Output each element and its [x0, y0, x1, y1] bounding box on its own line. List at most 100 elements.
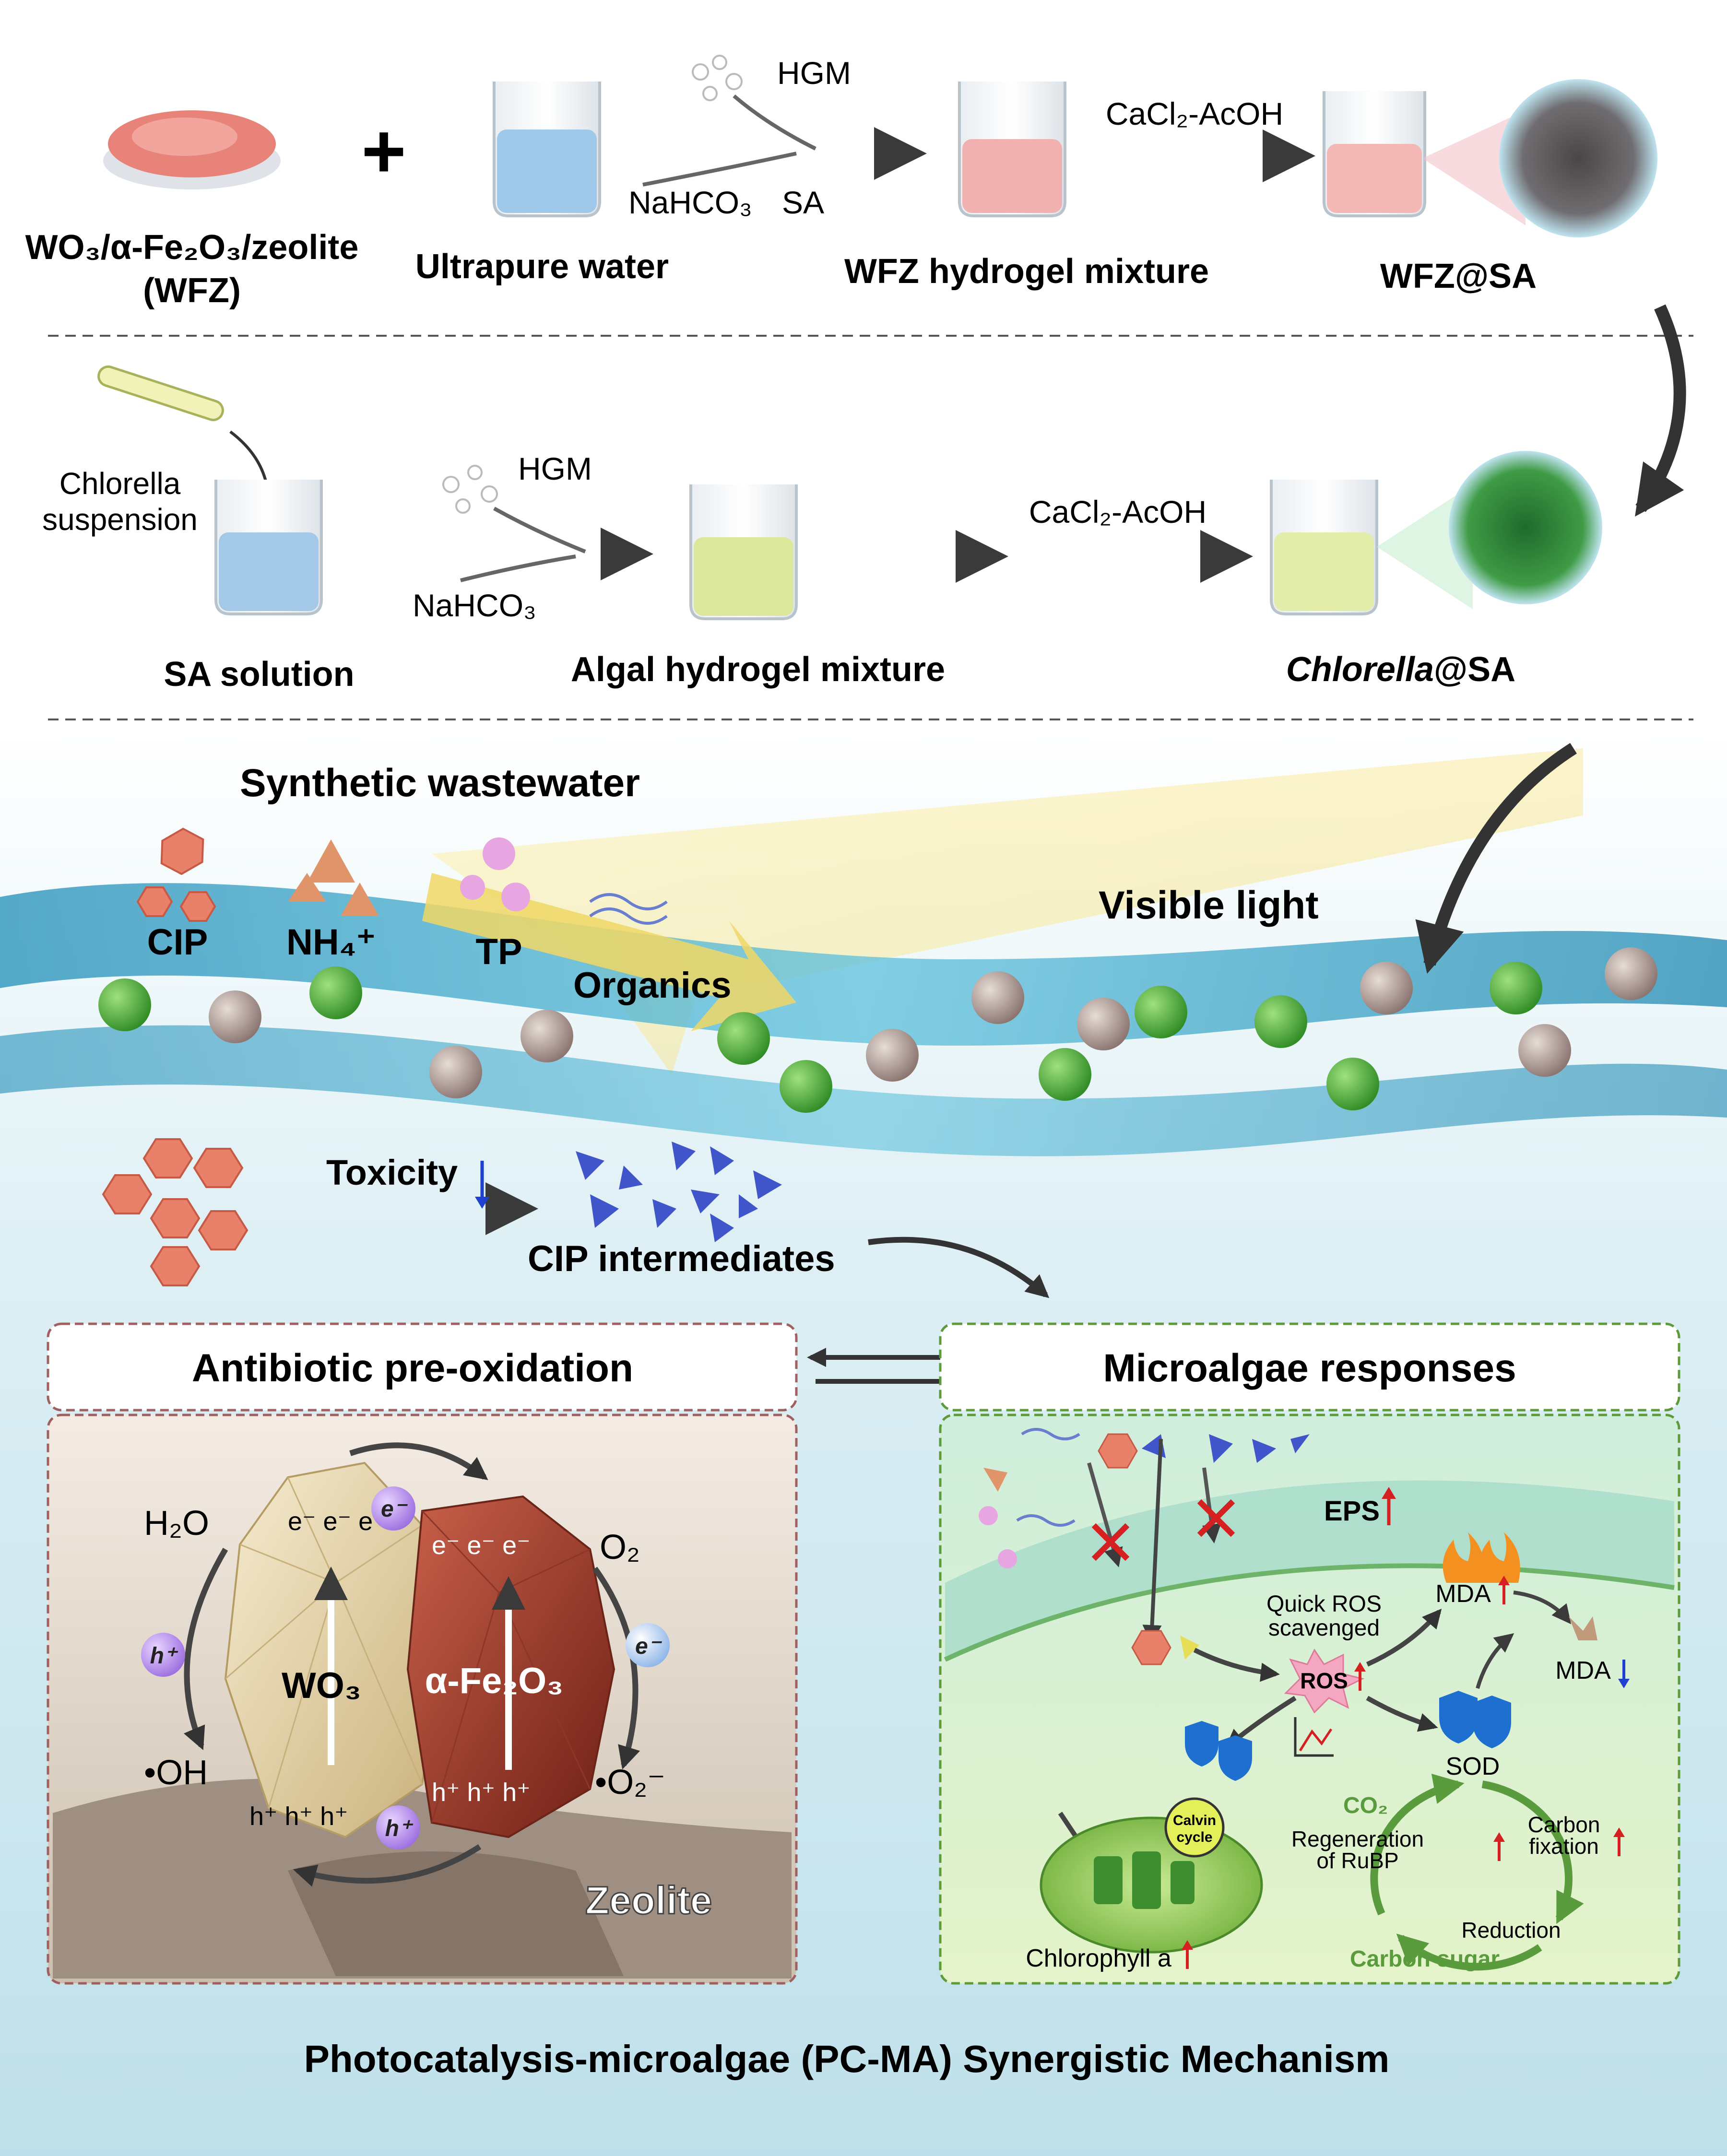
plus-sign: +	[361, 108, 406, 194]
left-panel-header	[47, 1322, 798, 1412]
calvin-cycle-arc-3	[1370, 1774, 1465, 1916]
ros-up-arrow-head	[1354, 1662, 1366, 1672]
electron-ball-top-label: e⁻	[381, 1496, 408, 1522]
chlorella-sa-italic: Chlorella	[1286, 650, 1434, 689]
intermediate-pollutant	[1209, 1434, 1233, 1463]
eps-label: EPS	[1324, 1496, 1380, 1527]
tp-pollutant	[998, 1549, 1017, 1568]
antioxidant-shield-icon	[1185, 1721, 1252, 1781]
mda-up-label: MDA	[1435, 1580, 1491, 1608]
hgm-label-row1: HGM	[777, 55, 851, 91]
merge-arrow-row1	[628, 55, 927, 187]
regen-up-arrow-head	[1493, 1832, 1505, 1842]
hole-ball-left-label: h⁺	[150, 1643, 178, 1669]
sa-label-row1: SA	[782, 185, 824, 220]
beaker-algal-hydrogel	[689, 484, 798, 620]
row-wfz-synthesis: WO₃/α-Fe₂O₃/zeolite (WFZ) + Ultrapure wa…	[25, 55, 1657, 310]
hole-ball-left	[141, 1633, 185, 1677]
microalgae-responses-panel: Microalgae responses EPS	[939, 1322, 1680, 1985]
reduction-label: Reduction	[1461, 1918, 1561, 1943]
carbon-sugar-label: Carbon sugar	[1350, 1946, 1500, 1972]
wfz-sa-capsule	[1499, 79, 1657, 237]
wfz-bead	[866, 1029, 919, 1082]
quick-ros-line2: scavenged	[1268, 1615, 1380, 1641]
cell-membrane	[944, 1563, 1675, 1662]
h2o-label: H₂O	[144, 1504, 209, 1543]
hole-transfer-arrow	[293, 1844, 482, 1887]
electron-ball-top	[371, 1486, 415, 1531]
quick-ros-line1: Quick ROS	[1266, 1591, 1382, 1617]
zeolite-label: Zeolite	[585, 1879, 712, 1922]
ros-to-mda-arrow	[1366, 1608, 1442, 1667]
nahco3-label-row2: NaHCO₃	[413, 588, 536, 623]
wfz-bead	[209, 990, 261, 1043]
mda-decline-arrow	[1513, 1590, 1572, 1625]
algae-bead	[1135, 986, 1187, 1038]
fe2o3-label: α-Fe₂O₃	[425, 1661, 564, 1701]
regen-line2: of RuBP	[1316, 1848, 1398, 1873]
wfz-bead	[971, 971, 1024, 1024]
eps-up-arrow-head	[1382, 1487, 1396, 1499]
sod-label: SOD	[1446, 1753, 1500, 1780]
algae-bead	[309, 966, 362, 1019]
blocked-x-icon	[1091, 1523, 1130, 1561]
thylakoid-stacks	[1094, 1851, 1195, 1909]
right-panel-title: Microalgae responses	[1103, 1346, 1516, 1390]
cip-in-cell	[1131, 1630, 1171, 1665]
row-chlorella-synthesis: Chlorella suspension SA solution HGM NaH…	[42, 365, 1602, 694]
cip-hexagon-cluster	[102, 1138, 248, 1286]
fire-icon	[1443, 1532, 1520, 1583]
chlorella-label-line2: suspension	[42, 502, 198, 537]
blocked-arrow	[1202, 1467, 1221, 1543]
tp-label: TP	[475, 931, 522, 972]
chlorella-sa-rest: @SA	[1434, 650, 1515, 689]
calvin-cycle-arc-2	[1396, 1933, 1542, 1971]
wfz-label-line2: (WFZ)	[143, 271, 241, 310]
mda-fragment-icon	[1569, 1616, 1597, 1640]
algae-bead	[1039, 1048, 1091, 1101]
wfz-powder-dish	[103, 110, 281, 189]
right-panel-header	[939, 1322, 1680, 1412]
wfz-bead	[1360, 962, 1413, 1014]
ros-burst-icon	[1284, 1649, 1365, 1714]
intermediate-in-cell	[1180, 1636, 1199, 1660]
hole-ball-bottom	[376, 1805, 420, 1850]
beaker-wfz-beads	[1323, 91, 1526, 225]
organics-pollutant	[1016, 1514, 1076, 1527]
nh4-icon	[288, 839, 379, 916]
cip-pollutant	[1098, 1433, 1138, 1469]
wfz-bead	[520, 1010, 573, 1062]
mda-down-arrow-head	[1618, 1679, 1630, 1688]
superoxide-label: •O₂⁻	[595, 1763, 665, 1802]
h2o-to-oh-arrow	[183, 1547, 228, 1750]
wfz-bead	[1077, 998, 1130, 1050]
fe2o3-holes: h⁺ h⁺ h⁺	[432, 1778, 531, 1807]
to-ros-arrow	[1193, 1648, 1280, 1682]
mda-down-label: MDA	[1555, 1657, 1611, 1685]
fe2o3-electrons: e⁻ e⁻ e⁻	[432, 1531, 531, 1560]
sod-shield-icon	[1439, 1691, 1511, 1748]
beads-in-water	[98, 947, 1657, 1113]
wfz-bead	[1518, 1024, 1571, 1077]
chart-trend-icon	[1294, 1717, 1334, 1757]
ros-label: ROS	[1300, 1668, 1348, 1693]
sod-to-mda-arrow	[1476, 1633, 1514, 1689]
arrow-row1-to-row2	[1635, 304, 1686, 517]
wo3-holes: h⁺ h⁺ h⁺	[249, 1802, 348, 1831]
algal-hydrogel-label: Algal hydrogel mixture	[571, 650, 945, 689]
carbon-fixation-up-arrow-head	[1613, 1827, 1625, 1837]
tp-icon	[460, 837, 530, 911]
oh-radical-label: •OH	[144, 1754, 208, 1792]
wave-bottom	[0, 1025, 1727, 1156]
electron-transfer-arrow	[349, 1442, 488, 1480]
beaker-ultrapure-water	[493, 82, 601, 217]
ros-to-sod-arrow	[1366, 1696, 1438, 1732]
cip-label: CIP	[147, 922, 208, 963]
intermediate-pollutant	[1290, 1434, 1310, 1453]
blocked-x-icon	[1197, 1499, 1235, 1537]
algae-bead	[717, 1012, 770, 1065]
mda-up-arrow-head	[1498, 1576, 1510, 1585]
algae-bead	[1326, 1058, 1379, 1110]
ultrapure-water-label: Ultrapure water	[415, 247, 669, 286]
